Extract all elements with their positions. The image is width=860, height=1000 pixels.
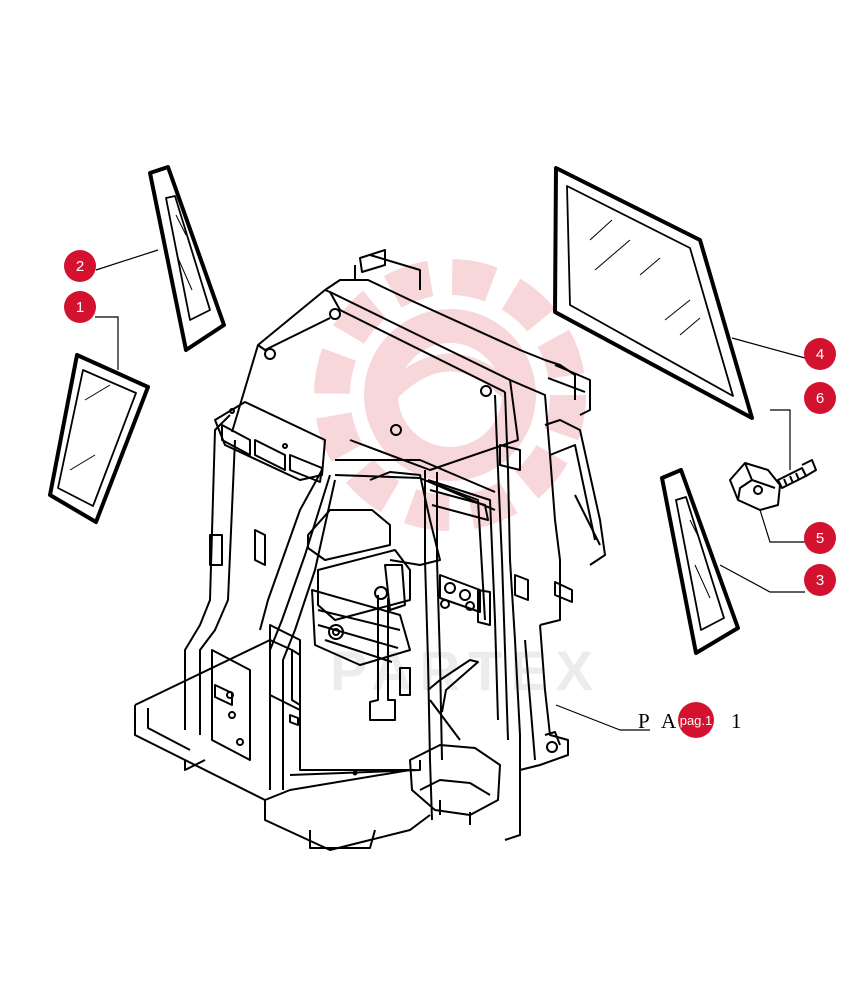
reference-suffix: 1 [731,709,746,733]
watermark-text: PARTEX [330,639,601,702]
left-rear-side-glass [48,353,150,524]
page-reference-badge[interactable]: pag.1 [678,702,714,738]
callout-number: 3 [816,572,824,589]
page-reference: P A [638,709,680,733]
right-front-side-glass [660,468,740,655]
callout-1[interactable]: 1 [64,291,96,323]
glass-latch [729,462,781,511]
callout-3[interactable]: 3 [804,564,836,596]
callout-5[interactable]: 5 [804,522,836,554]
callout-number: 2 [76,258,84,275]
cab-frame [134,249,650,851]
callout-number: 4 [816,346,824,363]
gear-logo-watermark-icon [314,259,586,531]
left-front-side-glass [148,165,226,352]
callout-6[interactable]: 6 [804,382,836,414]
latch-screw [777,459,817,489]
callout-4[interactable]: 4 [804,338,836,370]
reference-prefix: P A [638,709,680,733]
callout-number: 5 [816,530,824,547]
leader-lines [95,249,806,593]
callout-number: 1 [76,299,84,316]
right-door-glass [553,166,754,420]
page-badge-text: pag.1 [680,713,713,728]
callout-number: 6 [816,390,824,407]
callout-2[interactable]: 2 [64,250,96,282]
